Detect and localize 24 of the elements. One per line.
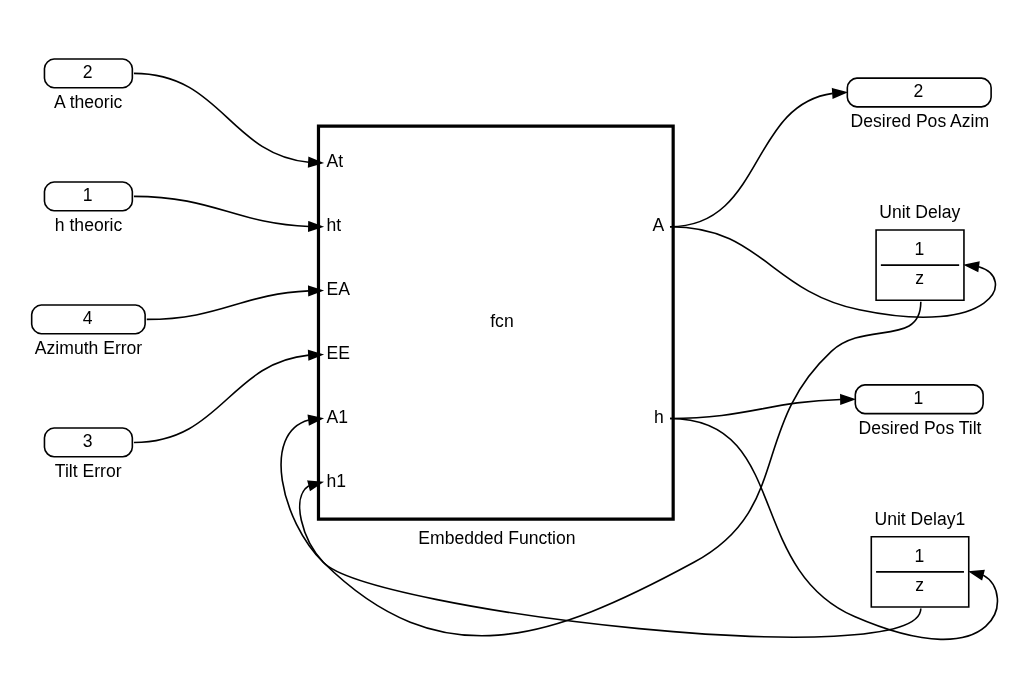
arrow (298, 479, 922, 638)
arrow (133, 349, 325, 443)
node-label: Tilt Error (54, 460, 122, 481)
node-label: Desired Pos Azim (850, 110, 990, 131)
arrow (133, 195, 325, 232)
node-box: 2 (43, 57, 134, 89)
arrow (669, 225, 997, 318)
node-label: A theoric (54, 91, 123, 112)
node-label: Unit Delay1 (874, 508, 966, 529)
node-box: 3 (43, 426, 134, 458)
node-label: Azimuth Error (34, 337, 143, 358)
node-box: At ht EA EE A1 h1 fcn A h (316, 124, 675, 521)
node-box: 4 (30, 303, 146, 335)
node-box: 1 (43, 180, 134, 212)
node-box: 1 (854, 383, 984, 414)
node-label: Unit Delay (879, 201, 961, 222)
node-label: h theoric (54, 214, 123, 235)
node-box: 1 z (875, 228, 965, 301)
arrow (133, 72, 325, 168)
node-label: Embedded Function (418, 527, 576, 548)
arrow (145, 284, 325, 320)
node-label: Desired Pos Tilt (858, 417, 982, 438)
node-box: 2 (846, 76, 992, 108)
node-box: 1 z (870, 535, 970, 608)
